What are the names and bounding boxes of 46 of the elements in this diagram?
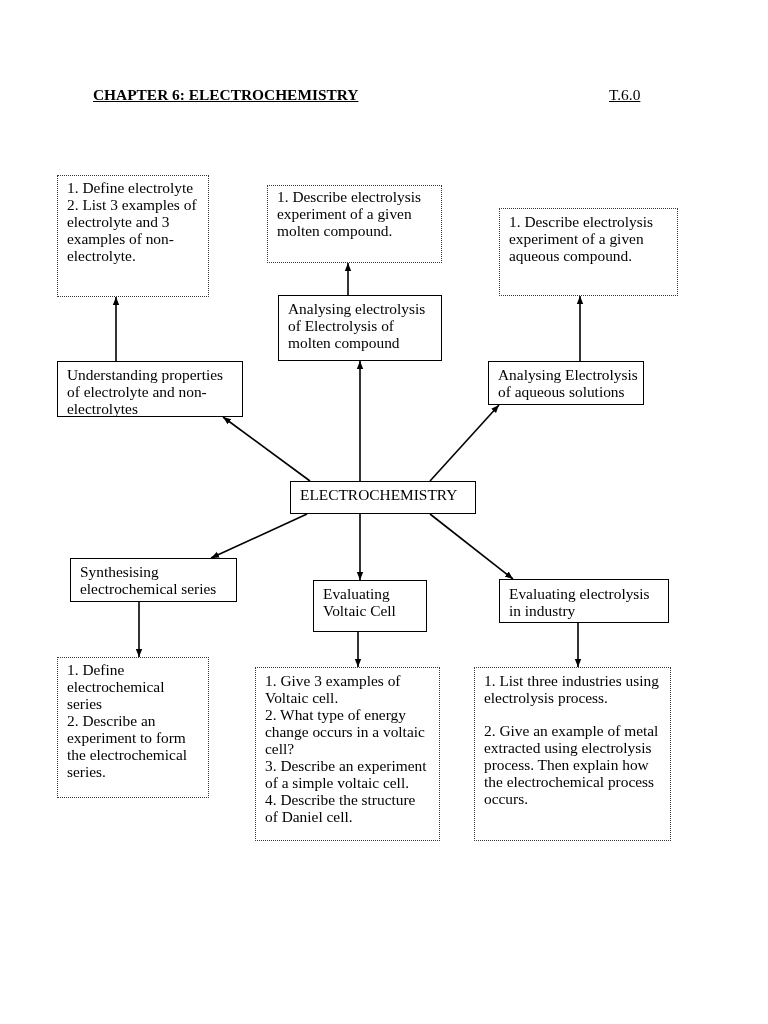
- task-text: 1. List three industries using electrolysis process.: [484, 671, 660, 706]
- topic-text: Evaluating electrolysis in industry: [509, 584, 651, 619]
- task-text: 2. Describe an experiment to form the electrochemical series.: [67, 711, 189, 780]
- topic-box: [70, 558, 237, 602]
- topic-text: ELECTROCHEMISTRY: [300, 485, 459, 503]
- topic-text: Synthesising electrochemical series: [80, 563, 218, 597]
- arrow: [222, 416, 311, 482]
- task-text: 4. Describe the structure of Daniel cell.: [265, 790, 417, 825]
- task-text: 2. Give an example of metal extracted using electrolysis process. Then explain how the electrochemical process occurs.: [484, 721, 660, 807]
- arrow: [210, 513, 308, 559]
- topic-text: Evaluating Voltaic Cell: [323, 584, 397, 619]
- topic-text: Analysing Electrolysis of aqueous solutions: [498, 365, 639, 400]
- topic-box: [499, 579, 669, 623]
- arrow: [344, 262, 352, 296]
- arrow: [429, 404, 500, 482]
- task-box: [267, 185, 442, 263]
- topic-box: [313, 580, 427, 632]
- task-text: 1. Give 3 examples of Voltaic cell.: [265, 671, 402, 706]
- task-text: 2. What type of energy change occurs in a voltaic cell?: [265, 705, 426, 757]
- task-box: [499, 208, 678, 296]
- arrow: [356, 513, 364, 581]
- task-text: 1. Describe electrolysis experiment of a given aqueous compound.: [509, 213, 655, 264]
- task-text: 1. Define electrolyte: [67, 178, 195, 196]
- arrow: [135, 601, 143, 658]
- topic-box: [278, 295, 442, 361]
- topic-box: [488, 361, 644, 405]
- arrow: [356, 360, 364, 482]
- arrow: [576, 295, 584, 362]
- task-box: [57, 657, 209, 798]
- arrow: [354, 631, 362, 668]
- page-title: CHAPTER 6: ELECTROCHEMISTRY: [93, 86, 359, 104]
- page-code-label: T.6.0: [609, 86, 641, 104]
- topic-box: [290, 481, 476, 514]
- topic-text: Understanding properties of electrolyte and non-electrolytes: [67, 365, 224, 417]
- arrow: [574, 622, 582, 668]
- arrow: [112, 296, 120, 362]
- topic-box: [57, 361, 243, 417]
- task-text: 2. List 3 examples of electrolyte and 3 examples of non-electrolyte.: [67, 195, 198, 264]
- task-box: [57, 175, 209, 297]
- task-box: [255, 667, 440, 841]
- task-box: [474, 667, 671, 841]
- arrow: [429, 513, 514, 580]
- task-text: 1. Define electrochemical series: [67, 660, 166, 712]
- task-text: 1. Describe electrolysis experiment of a given molten compound.: [277, 187, 423, 239]
- topic-text: Analysing electrolysis of Electrolysis of molten compound: [288, 299, 427, 351]
- task-text: 3. Describe an experiment of a simple voltaic cell.: [265, 756, 428, 791]
